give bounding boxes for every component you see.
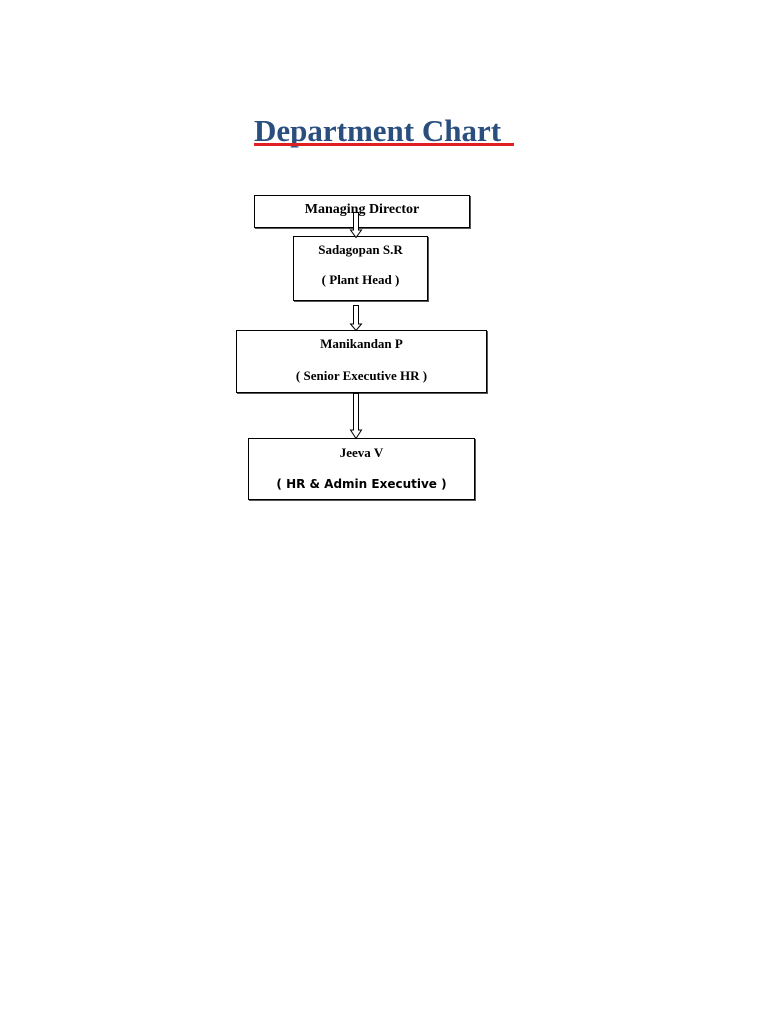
hr-admin-executive-name: Jeeva V xyxy=(339,445,384,460)
senior-executive-hr-role: ( Senior Executive HR ) xyxy=(295,368,428,383)
plant-head-box: Sadagopan S.R ( Plant Head ) xyxy=(293,236,428,301)
arrow-md-to-plant-head-icon xyxy=(349,212,363,239)
hr-admin-executive-box: Jeeva V ( HR & Admin Executive ) xyxy=(248,438,475,500)
arrow-plant-head-to-senior-exec-icon xyxy=(349,305,363,332)
managing-director-box: Managing Director xyxy=(254,195,470,228)
managing-director-label: Managing Director xyxy=(304,202,420,217)
plant-head-name: Sadagopan S.R xyxy=(318,242,403,257)
senior-executive-hr-box: Manikandan P ( Senior Executive HR ) xyxy=(236,330,487,393)
plant-head-role: ( Plant Head ) xyxy=(321,272,400,287)
page-title: Department Chart xyxy=(254,113,502,148)
arrow-senior-exec-to-hr-admin-icon xyxy=(349,393,363,440)
senior-executive-hr-name: Manikandan P xyxy=(320,336,403,351)
title-underline xyxy=(254,143,514,146)
hr-admin-executive-role: ( HR & Admin Executive ) xyxy=(276,477,447,491)
